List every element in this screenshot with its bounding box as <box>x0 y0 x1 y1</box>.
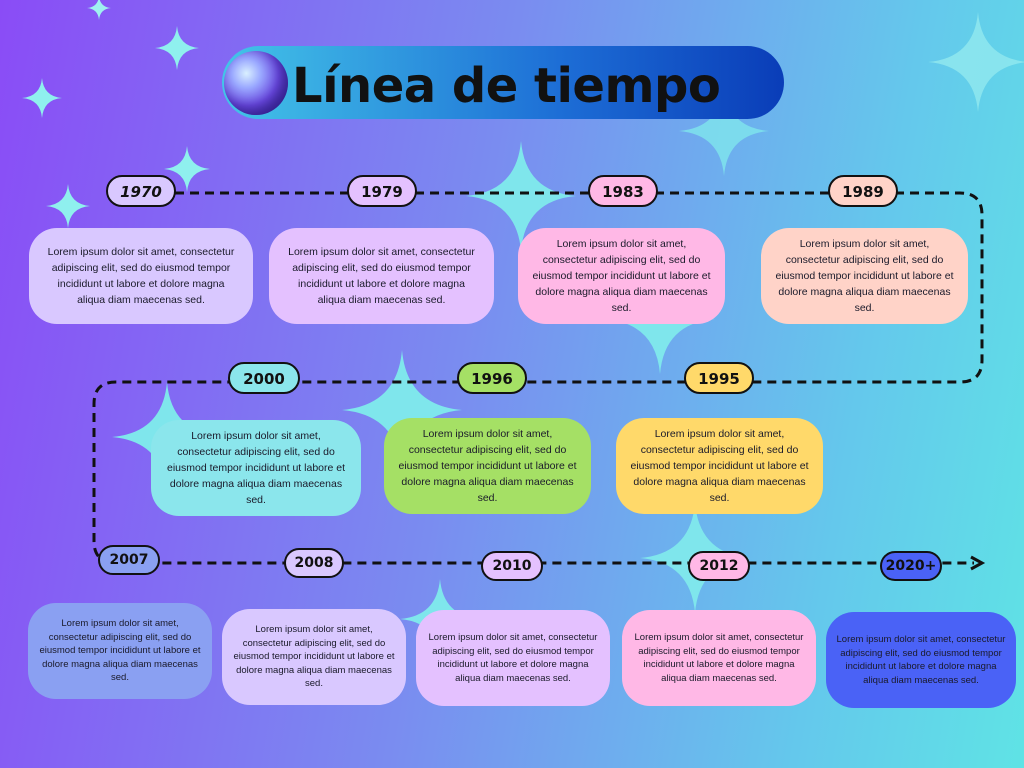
event-card-1989: Lorem ipsum dolor sit amet, consectetur … <box>761 228 968 324</box>
sparkle-decoration <box>44 184 92 228</box>
title-banner <box>222 46 784 119</box>
event-card-1970: Lorem ipsum dolor sit amet, consectetur … <box>29 228 253 324</box>
planet-icon <box>224 51 288 115</box>
year-label-1989: 1989 <box>828 175 898 207</box>
year-label-2020: 2020+ <box>880 551 942 581</box>
event-card-1979: Lorem ipsum dolor sit amet, consectetur … <box>269 228 494 324</box>
event-card-2012: Lorem ipsum dolor sit amet, consectetur … <box>622 610 816 706</box>
sparkle-decoration <box>164 146 210 192</box>
year-label-2000: 2000 <box>228 362 300 394</box>
sparkle-decoration <box>676 86 772 176</box>
sparkle-decoration <box>22 78 62 118</box>
sparkle-decoration <box>342 350 462 470</box>
year-label-2010: 2010 <box>481 551 543 581</box>
event-card-1996: Lorem ipsum dolor sit amet, consectetur … <box>384 418 591 514</box>
arrowhead-icon <box>970 555 986 571</box>
year-label-1995: 1995 <box>684 362 754 394</box>
event-card-1983: Lorem ipsum dolor sit amet, consectetur … <box>518 228 725 324</box>
sparkle-decoration <box>84 0 114 20</box>
event-card-2008: Lorem ipsum dolor sit amet, consectetur … <box>222 609 406 705</box>
event-card-2000: Lorem ipsum dolor sit amet, consectetur … <box>151 420 361 516</box>
event-card-2010: Lorem ipsum dolor sit amet, consectetur … <box>416 610 610 706</box>
event-card-2020: Lorem ipsum dolor sit amet, consectetur … <box>826 612 1016 708</box>
year-label-1979: 1979 <box>347 175 417 207</box>
year-label-2008: 2008 <box>284 548 344 578</box>
year-label-2007: 2007 <box>98 545 160 575</box>
event-card-1995: Lorem ipsum dolor sit amet, consectetur … <box>616 418 823 514</box>
sparkle-decoration <box>928 12 1024 112</box>
event-card-2007: Lorem ipsum dolor sit amet, consectetur … <box>28 603 212 699</box>
year-label-1970: 1970 <box>106 175 176 207</box>
year-label-1996: 1996 <box>457 362 527 394</box>
year-label-1983: 1983 <box>588 175 658 207</box>
sparkle-decoration <box>155 26 199 70</box>
page-title: Línea de tiempo <box>292 58 721 114</box>
sparkle-decoration <box>466 136 576 256</box>
year-label-2012: 2012 <box>688 551 750 581</box>
